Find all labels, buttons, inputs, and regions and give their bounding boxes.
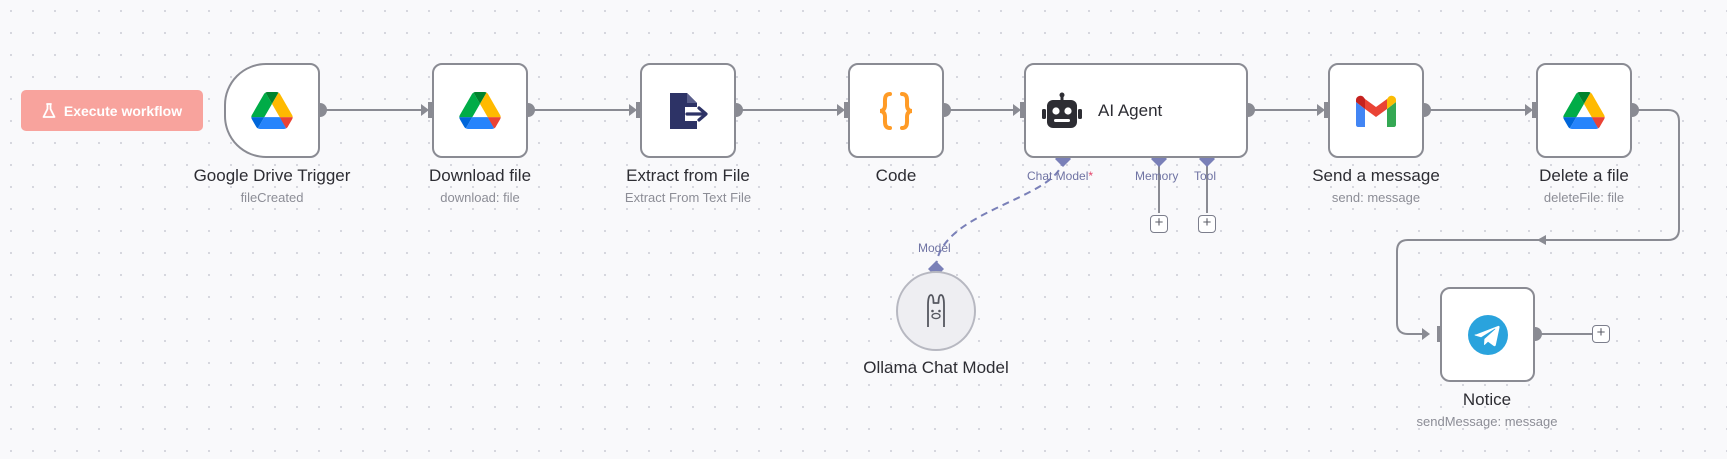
node-title: Ollama Chat Model [863,358,1009,377]
ollama-llama-icon [927,294,945,327]
input-arrow [629,104,637,116]
node-google-drive-trigger[interactable] [224,63,320,158]
node-ai-agent[interactable]: AI Agent [1024,63,1248,158]
robot-icon [1042,92,1082,128]
google-drive-icon [1563,92,1605,129]
node-title: Code [875,166,917,185]
google-drive-icon [251,92,293,129]
node-title: Download file [428,166,532,185]
input-arrow [1525,104,1533,116]
input-arrow [837,104,845,116]
required-marker: * [1088,169,1094,183]
chat-model-port-label: Chat Model* [1027,169,1094,183]
node-title: Google Drive Trigger [193,166,351,185]
node-subtitle: sendMessage: message [1416,414,1558,429]
input-arrow [1317,104,1325,116]
input-arrow [1013,104,1021,116]
node-subtitle: Extract From Text File [624,190,752,205]
node-notice[interactable] [1440,287,1535,382]
code-braces-icon [879,91,913,130]
node-code[interactable] [848,63,944,158]
flask-icon [42,102,56,118]
execute-workflow-button[interactable]: Execute workflow [21,90,203,131]
node-ollama-chat-model[interactable] [896,271,976,351]
telegram-icon [1467,314,1508,355]
node-send-message[interactable] [1328,63,1424,158]
node-title: AI Agent [1098,100,1163,120]
node-title: Delete a file [1539,166,1629,185]
tool-port-label: Tool [1194,169,1217,183]
node-title: Notice [1462,390,1512,409]
input-arrow [421,104,429,116]
model-port-label: Model [918,241,951,255]
node-download-file[interactable] [432,63,528,158]
node-subtitle: send: message [1331,190,1421,205]
google-drive-icon [459,92,501,129]
gmail-icon [1356,95,1396,127]
input-arrow [1422,328,1430,340]
add-node-button[interactable]: + [1592,325,1610,343]
node-title: Send a message [1312,166,1440,185]
node-subtitle: deleteFile: file [1543,190,1625,205]
node-subtitle: download: file [440,190,520,205]
file-export-icon [670,92,708,129]
node-extract-from-file[interactable] [640,63,736,158]
execute-workflow-label: Execute workflow [63,102,183,119]
node-delete-file[interactable] [1536,63,1632,158]
connection-arrow [1537,235,1546,245]
add-tool-button[interactable]: + [1198,215,1216,233]
node-title: Extract from File [626,166,750,185]
memory-port-label: Memory [1135,169,1179,183]
add-memory-button[interactable]: + [1150,215,1168,233]
node-subtitle: fileCreated [240,190,304,205]
